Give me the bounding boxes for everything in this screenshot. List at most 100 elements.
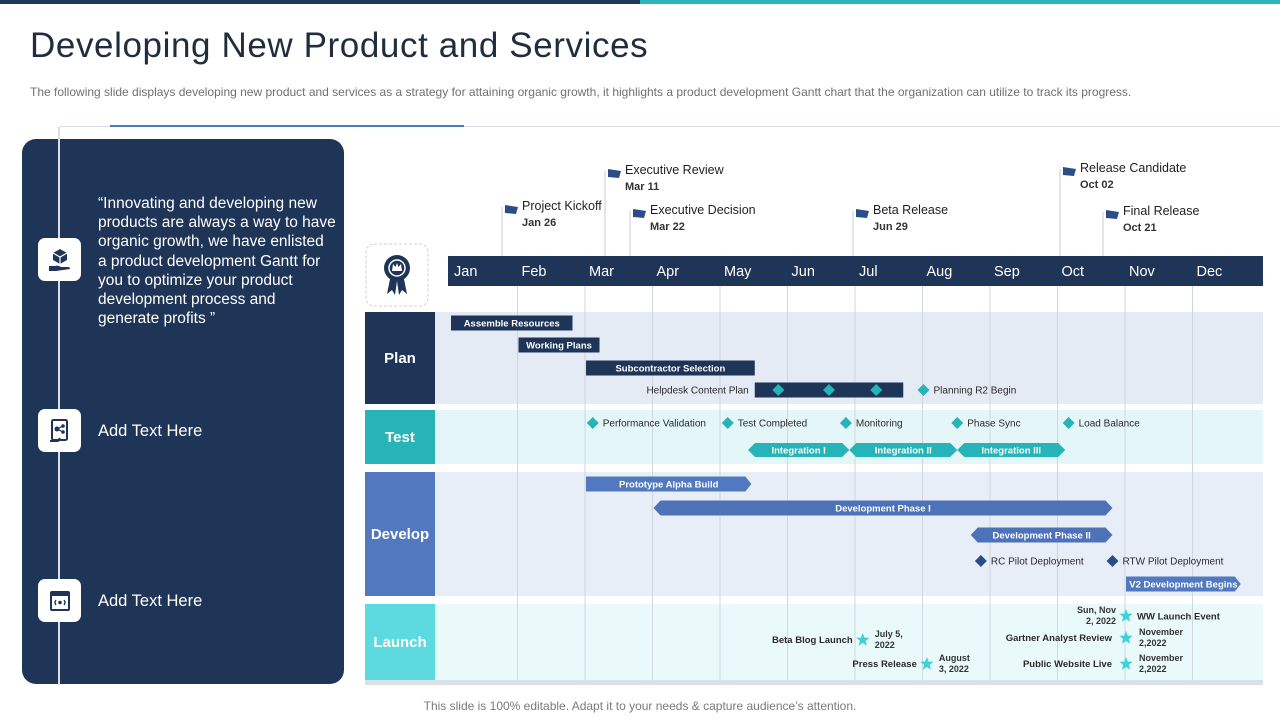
- event-label: Beta Blog Launch: [772, 635, 853, 646]
- panel-quote: “Innovating and developing new products …: [98, 195, 336, 328]
- separator-accent: [110, 125, 464, 127]
- bar-label: Working Plans: [526, 341, 592, 352]
- bar-label: Development Phase II: [993, 531, 1091, 542]
- diamond-marker: [839, 417, 852, 429]
- diamond-marker: [974, 555, 987, 567]
- diamond-marker: [721, 417, 734, 429]
- event-date: November: [1139, 653, 1184, 663]
- event-label: Phase Sync: [967, 419, 1020, 430]
- hand-box-icon: [38, 238, 81, 281]
- milestone-name: Final Release: [1123, 204, 1199, 218]
- event-date: 3, 2022: [939, 664, 969, 674]
- browser-window-icon: [38, 579, 81, 622]
- flag-icon: [1106, 210, 1119, 219]
- panel-timeline-line: [58, 127, 60, 685]
- gantt-bar: [970, 527, 1113, 543]
- flag-icon: [1063, 167, 1076, 176]
- lane-label-box: [365, 604, 435, 680]
- star-marker: [1119, 631, 1133, 644]
- event-label: Helpdesk Content Plan: [646, 386, 748, 397]
- gantt-bar: [586, 476, 752, 492]
- bar-label: Integration III: [981, 446, 1041, 457]
- event-label: Press Release: [852, 659, 916, 670]
- event-label: Monitoring: [856, 419, 903, 430]
- event-date: 2, 2022: [1086, 616, 1116, 626]
- award-ribbon: [387, 279, 407, 295]
- month-label: Jul: [859, 264, 878, 280]
- milestone-name: Project Kickoff: [522, 199, 602, 213]
- lane-label-box: [365, 410, 435, 464]
- event-date: August: [939, 653, 970, 663]
- bar-label: Assemble Resources: [464, 319, 560, 330]
- event-label: Gartner Analyst Review: [1006, 633, 1113, 644]
- month-label: May: [724, 264, 752, 280]
- star-marker: [1119, 657, 1133, 670]
- flag-icon: [608, 169, 621, 178]
- month-label: Oct: [1062, 264, 1085, 280]
- bar-label: Integration II: [875, 446, 932, 457]
- bar-label: Subcontractor Selection: [615, 364, 725, 375]
- milestone-name: Executive Decision: [650, 203, 756, 217]
- diamond-marker: [1062, 417, 1075, 429]
- milestone-date: Oct 21: [1123, 222, 1157, 234]
- milestone-date: Mar 11: [625, 181, 659, 193]
- gantt-bar: [748, 443, 850, 457]
- lane-label-box: [365, 472, 435, 596]
- milestone-date: Jun 29: [873, 221, 908, 233]
- month-label: Feb: [522, 264, 547, 280]
- lane-label-box: [365, 312, 435, 404]
- event-label: Load Balance: [1079, 419, 1141, 430]
- bar-label: V2 Development Begins: [1129, 580, 1237, 591]
- footer-note: This slide is 100% editable. Adapt it to…: [423, 699, 857, 713]
- event-date: 2,2022: [1139, 664, 1167, 674]
- month-label: Jan: [454, 264, 477, 280]
- event-label: Test Completed: [738, 419, 807, 430]
- page-subtitle: The following slide displays developing …: [30, 85, 1132, 99]
- lane-label: Develop: [371, 526, 429, 543]
- event-label: Public Website Live: [1023, 659, 1112, 670]
- lane-label: Test: [385, 429, 415, 446]
- milestone-date: Oct 02: [1080, 179, 1114, 191]
- month-label: Mar: [589, 264, 614, 280]
- panel-item-text: Add Text Here: [98, 592, 203, 610]
- star-marker: [920, 657, 934, 670]
- event-date: 2,2022: [1139, 638, 1167, 648]
- flag-icon: [633, 209, 646, 218]
- award-badge-ring: [388, 259, 406, 277]
- month-label: Aug: [927, 264, 953, 280]
- diamond-marker: [1106, 555, 1119, 567]
- event-label: RTW Pilot Deployment: [1123, 557, 1224, 568]
- lane-label: Launch: [373, 634, 426, 651]
- gantt-bar: [1126, 576, 1241, 592]
- milestone-name: Beta Release: [873, 203, 948, 217]
- star-marker: [856, 633, 870, 646]
- diamond-marker: [917, 384, 930, 396]
- month-label: Sep: [994, 264, 1020, 280]
- month-label: Nov: [1129, 264, 1156, 280]
- gantt-bar: [653, 500, 1113, 516]
- top-accent-bar-navy: [0, 0, 640, 4]
- event-label: RC Pilot Deployment: [991, 557, 1084, 568]
- gantt-bar: [518, 337, 600, 353]
- top-accent-bar-teal: [640, 0, 1280, 4]
- month-label: Apr: [657, 264, 680, 280]
- gantt-bar: [586, 360, 755, 376]
- diamond-marker: [951, 417, 964, 429]
- flag-icon: [505, 205, 518, 214]
- event-date: 2022: [875, 640, 895, 650]
- gantt-bar: [957, 443, 1066, 457]
- event-label: Planning R2 Begin: [934, 386, 1017, 397]
- month-label: Jun: [792, 264, 815, 280]
- bar-label: Development Phase I: [835, 504, 931, 515]
- page-title: Developing New Product and Services: [30, 26, 649, 65]
- month-label: Dec: [1197, 264, 1223, 280]
- event-label: Performance Validation: [603, 419, 706, 430]
- chart-bottom-strip: [365, 680, 1263, 685]
- lane-label: Plan: [384, 350, 416, 367]
- month-header: [448, 256, 1263, 286]
- event-label: WW Launch Event: [1137, 612, 1221, 623]
- milestone-date: Mar 22: [650, 221, 685, 233]
- panel-item-text: Add Text Here: [98, 422, 203, 440]
- milestone-date: Jan 26: [522, 217, 556, 229]
